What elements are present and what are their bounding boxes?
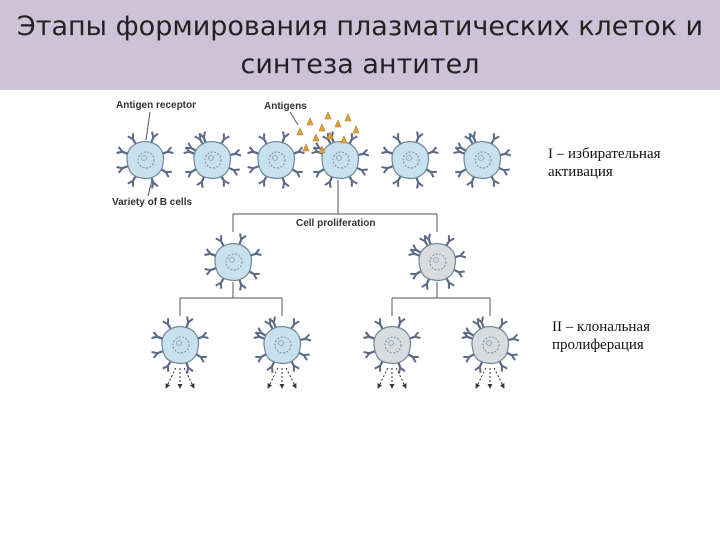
b-cell [311,131,370,188]
antigen-icon [312,133,320,142]
receptor-icon [363,349,377,359]
title-line-2: синтеза антител [240,49,480,80]
antigen-icon [340,135,348,144]
cell-nucleus [204,151,222,169]
b-cell [381,131,439,189]
nucleus-detail [433,257,439,263]
nucleus-detail [336,155,342,161]
cell-nucleus [384,336,402,354]
cell-nucleus [402,151,420,169]
antigens-label: Antigens [264,101,307,112]
receptor-icon [162,318,173,331]
receptor-icon [215,235,226,248]
clone-cell [253,316,312,373]
cell-nucleus [225,253,243,271]
antigen-icon [352,125,360,134]
antigen-icon [318,145,326,154]
proliferation-label: Cell proliferation [296,218,376,229]
nucleus-detail [478,155,484,161]
pointer-line [147,179,153,197]
nucleus-detail [141,155,147,161]
arrows-layer [165,367,505,389]
nucleus-detail [278,340,284,346]
antigen-icon [324,111,332,120]
title-line-1: Этапы формирования плазматических клеток… [16,11,704,42]
receptor-icon [247,164,261,174]
cell-nucleus [429,253,447,271]
antigen-icon [306,117,314,126]
stage-2-line-2: пролиферация [552,337,644,353]
receptor-icon [392,133,403,146]
stage-2-note: II – клональная пролиферация [552,318,650,354]
cell-nucleus [274,336,292,354]
antigen-icon [344,113,352,122]
receptor-icon [127,133,138,146]
nucleus-detail [486,340,492,346]
nucleus-detail [406,155,412,161]
nucleus-detail [388,340,394,346]
antigen-icon [296,127,304,136]
antigen-icon [302,143,310,152]
cell-nucleus [332,151,350,169]
receptor-icon [410,269,423,280]
receptor-icon [116,164,130,174]
receptor-icon [258,133,269,146]
clone-cell [151,316,209,374]
receptor-icon [204,266,218,276]
nucleus-detail [229,257,235,263]
cells-layer [116,131,520,374]
pointer-line [289,111,299,126]
receptor-icon [185,167,198,178]
receptor-icon [313,167,326,178]
stage-1-line-1: I – избирательная [548,146,661,162]
antigens-cluster [296,111,360,154]
stage-2-line-1: II – клональная [552,319,650,335]
title-bar [0,0,720,90]
cell-nucleus [137,151,155,169]
clone-cell [461,316,520,373]
cell-nucleus [482,336,500,354]
cell-nucleus [474,151,492,169]
antigen-icon [326,131,334,140]
antigen-icon [334,119,342,128]
proliferating-cell [408,233,467,290]
cell-nucleus [268,151,286,169]
receptor-icon [381,164,395,174]
slide-title: Этапы формирования плазматических клеток… [0,8,720,84]
connector-lines [145,111,491,316]
receptor-icon [151,349,165,359]
b-cell [116,131,174,189]
receptor-icon [455,167,468,178]
stage-1-note: I – избирательная активация [548,145,661,181]
stage-1-line-2: активация [548,164,613,180]
receptor-icon [374,318,385,331]
b-cell [453,131,512,188]
nucleus-detail [272,155,278,161]
cell-nucleus [172,336,190,354]
receptor-icon [463,352,476,363]
receptor-icon [255,352,268,363]
variety-label: Variety of B cells [112,197,193,208]
nucleus-detail [208,155,214,161]
clone-cell [363,316,421,374]
antigen-icon [318,123,326,132]
b-cell [183,131,242,188]
antigen-receptor-label: Antigen receptor [116,100,197,111]
pointer-line [145,111,151,141]
b-cell [247,131,305,189]
nucleus-detail [176,340,182,346]
proliferating-cell [204,233,262,291]
